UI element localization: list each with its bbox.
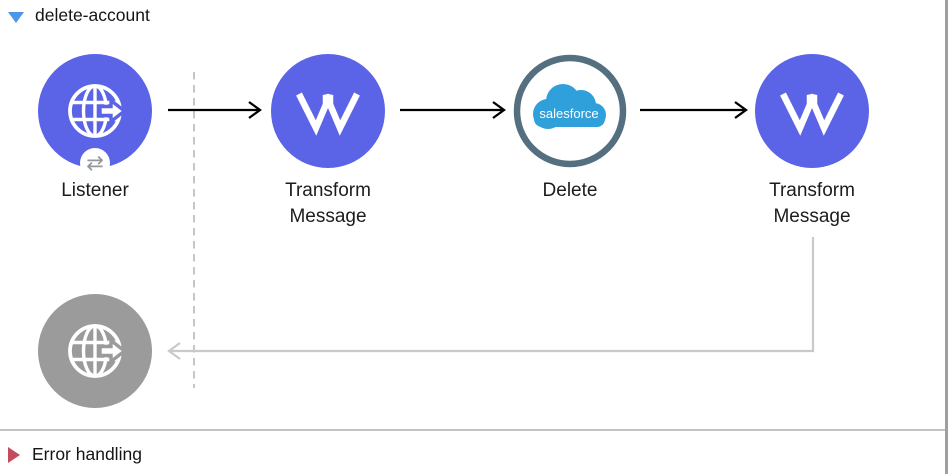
flow-arrow-1	[168, 101, 262, 119]
error-handling-title: Error handling	[32, 444, 142, 464]
transform-circle	[271, 54, 385, 168]
expand-triangle-icon[interactable]	[8, 446, 20, 463]
node-transform-message-1[interactable]	[271, 54, 385, 168]
node-label-listener: Listener	[61, 180, 129, 201]
salesforce-logo-text: salesforce	[539, 106, 598, 121]
node-label-delete: Delete	[542, 180, 598, 201]
listener-response-badge: ⇄	[80, 148, 110, 178]
node-label-transform-2: Transform Message	[769, 180, 855, 227]
node-label-transform-1: Transform Message	[285, 180, 371, 227]
flow-header[interactable]: delete-account	[8, 5, 150, 26]
flow-arrow-3	[640, 101, 748, 119]
canvas-right-border	[945, 0, 948, 474]
salesforce-cloud-icon	[533, 84, 606, 129]
section-divider	[0, 429, 948, 431]
dataweave-icon	[296, 92, 360, 136]
node-listener[interactable]: ⇄	[38, 54, 152, 178]
response-return-wire	[167, 237, 815, 360]
node-transform-message-2[interactable]	[755, 54, 869, 168]
collapse-triangle-icon[interactable]	[8, 11, 24, 23]
flow-arrow-2	[400, 101, 506, 119]
node-salesforce-delete[interactable]: salesforce	[513, 54, 627, 168]
transform-circle	[755, 54, 869, 168]
arrow-right-glyph	[98, 337, 128, 365]
error-handling-header[interactable]: Error handling	[8, 444, 142, 465]
arrow-right-glyph	[98, 97, 128, 125]
swap-arrows-icon: ⇄	[86, 151, 104, 175]
node-listener-response[interactable]	[38, 294, 152, 408]
flow-title: delete-account	[35, 5, 150, 25]
dataweave-icon	[780, 92, 844, 136]
